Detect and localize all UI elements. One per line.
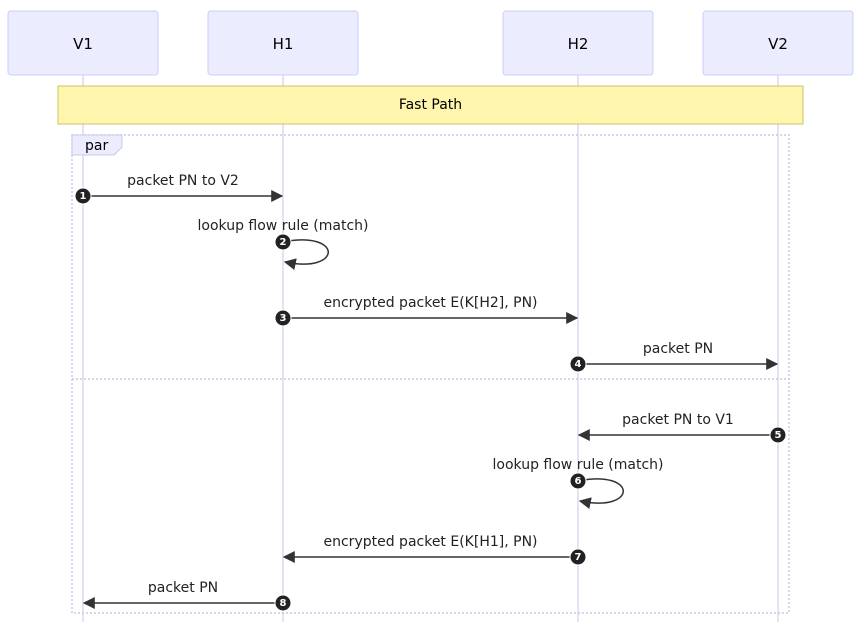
message-5: packet PN to V1 5 [577,412,787,444]
message-label: encrypted packet E(K[H1], PN) [324,534,538,550]
sequence-number: 1 [80,191,87,202]
message-6: lookup flow rule (match) 6 [493,457,664,510]
message-label: packet PN to V1 [622,412,734,428]
actor-v2: V2 [702,10,854,76]
actors: V1 H1 H2 V2 [7,10,854,76]
note-text: Fast Path [399,97,462,113]
par-label: par [85,138,108,154]
actor-box [207,10,359,76]
message-7: encrypted packet E(K[H1], PN) 7 [282,534,587,566]
sequence-number-badge [274,233,292,251]
actor-label: V1 [73,35,93,53]
actor-label: H1 [273,35,294,53]
sequence-number: 2 [280,237,287,248]
actor-label: H2 [568,35,589,53]
message-4: packet PN 4 [569,341,779,373]
self-message-line [577,478,624,510]
self-message-line [282,239,329,271]
sequence-number-badge [274,309,292,327]
message-1: packet PN to V2 1 [74,173,284,205]
message-label: packet PN [148,580,218,596]
sequence-number-badge [274,594,292,612]
sequence-number: 6 [575,476,582,487]
message-label: lookup flow rule (match) [493,457,664,473]
message-8: packet PN 8 [82,580,292,612]
actor-h2: H2 [502,10,654,76]
sequence-number-badge [569,548,587,566]
sequence-number-badge [569,355,587,373]
message-3: encrypted packet E(K[H2], PN) 3 [274,295,579,327]
actor-box [502,10,654,76]
message-label: packet PN [643,341,713,357]
sequence-number: 5 [775,430,782,441]
par-frame [71,134,790,614]
note-layer: Fast Path [57,85,804,125]
actor-label: V2 [768,35,788,53]
actor-box [702,10,854,76]
message-label: encrypted packet E(K[H2], PN) [324,295,538,311]
sequence-number: 3 [280,313,287,324]
sequence-number-badge [769,426,787,444]
actor-h1: H1 [207,10,359,76]
sequence-number-badge [569,472,587,490]
message-label: packet PN to V2 [127,173,239,189]
lifelines [82,75,779,622]
actor-v1: V1 [7,10,159,76]
par-label-box [71,134,123,156]
sequence-number: 4 [575,359,582,370]
message-2: lookup flow rule (match) 2 [198,218,369,271]
par-block: par [71,134,790,614]
messages: packet PN to V2 1 lookup flow rule (match)… [74,173,787,612]
actor-box [7,10,159,76]
sequence-number-badge [74,187,92,205]
message-label: lookup flow rule (match) [198,218,369,234]
sequence-number: 7 [575,552,582,563]
sequence-number: 8 [280,598,287,609]
note-box [57,85,804,125]
